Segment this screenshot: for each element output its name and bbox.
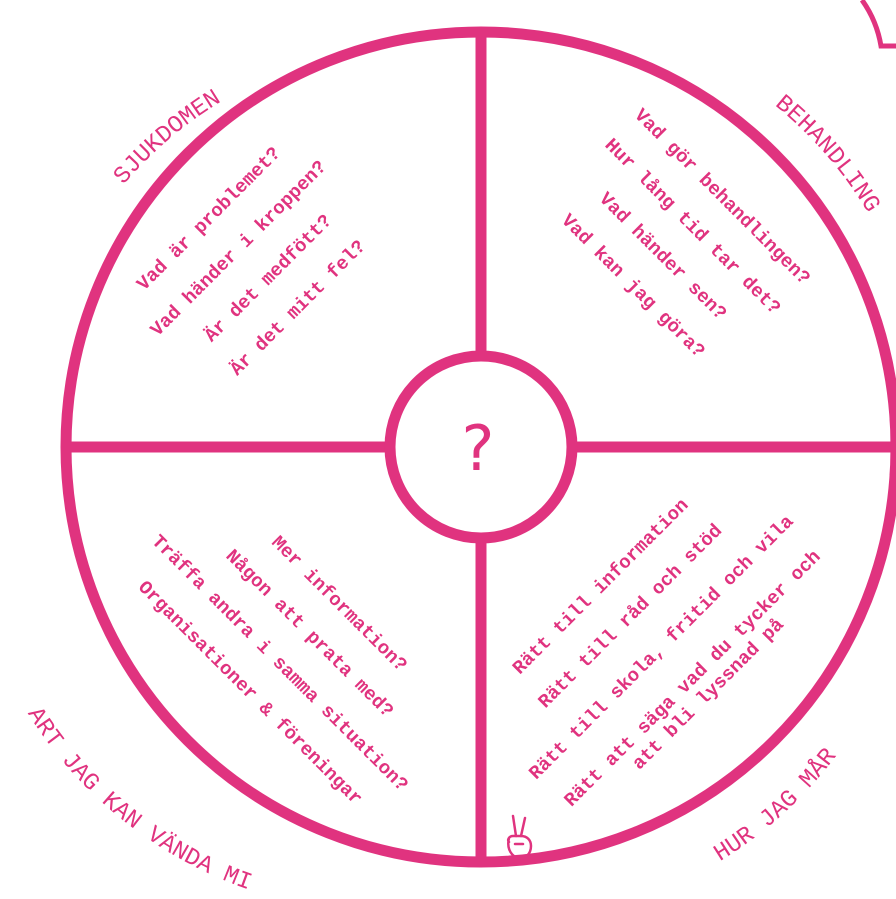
center-question-mark: ?: [462, 412, 495, 485]
quadrant-bottom-left: Mer information? Någon att prata med? Tr…: [117, 471, 472, 826]
quadrant-top-left: Vad är problemet? Vad händer i kroppen? …: [117, 127, 391, 401]
bl-line-3: Träffa andra i samma situation?: [147, 531, 412, 796]
peace-hand-icon: [508, 816, 531, 858]
title-hur-jag-mar: HUR JAG MÅR: [710, 744, 843, 868]
partial-shape-icon: [862, 0, 896, 46]
title-behandling: BEHANDLING: [769, 90, 884, 217]
